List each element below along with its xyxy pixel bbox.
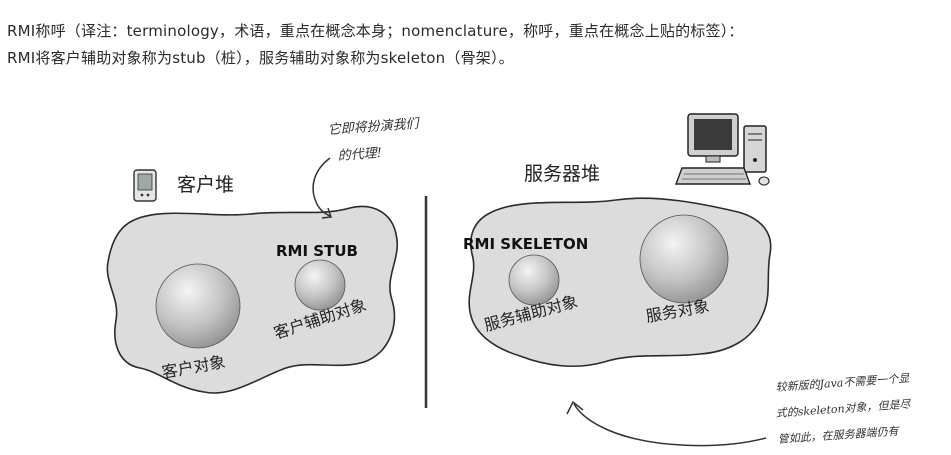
client-helper-sphere	[294, 259, 346, 311]
skeleton-note-line-2: 式的skeleton对象，但是尽	[775, 398, 912, 420]
skeleton-note-line-3: 管如此，在服务器端仍有	[777, 424, 901, 446]
proxy-note-line-2: 的代理!	[337, 146, 382, 164]
rmi-stub-label: RMI STUB	[276, 242, 358, 260]
proxy-note-arrow-head	[321, 207, 333, 219]
client-object-sphere	[155, 263, 241, 349]
client-heap-title: 客户堆	[177, 174, 234, 196]
rmi-skeleton-label: RMI SKELETON	[463, 235, 588, 253]
service-helper-sphere	[508, 254, 560, 306]
skeleton-note-arrow	[573, 403, 767, 447]
skeleton-note-line-1: 较新版的Java不需要一个显	[775, 372, 910, 394]
skeleton-note-arrow-head	[566, 400, 584, 415]
proxy-note-line-1: 它即将扮演我们	[327, 116, 421, 138]
service-object-sphere	[639, 214, 729, 304]
intro-line-1: RMI称呼（译注：terminology，术语，重点在概念本身；nomencla…	[7, 22, 744, 40]
server-heap-title: 服务器堆	[524, 163, 600, 185]
client-heap-blob	[106, 205, 398, 394]
computer-icon	[674, 113, 770, 186]
intro-line-2: RMI将客户辅助对象称为stub（桩），服务辅助对象称为skeleton（骨架）…	[7, 49, 514, 67]
pda-icon	[133, 169, 157, 202]
proxy-note-arrow	[312, 157, 331, 217]
